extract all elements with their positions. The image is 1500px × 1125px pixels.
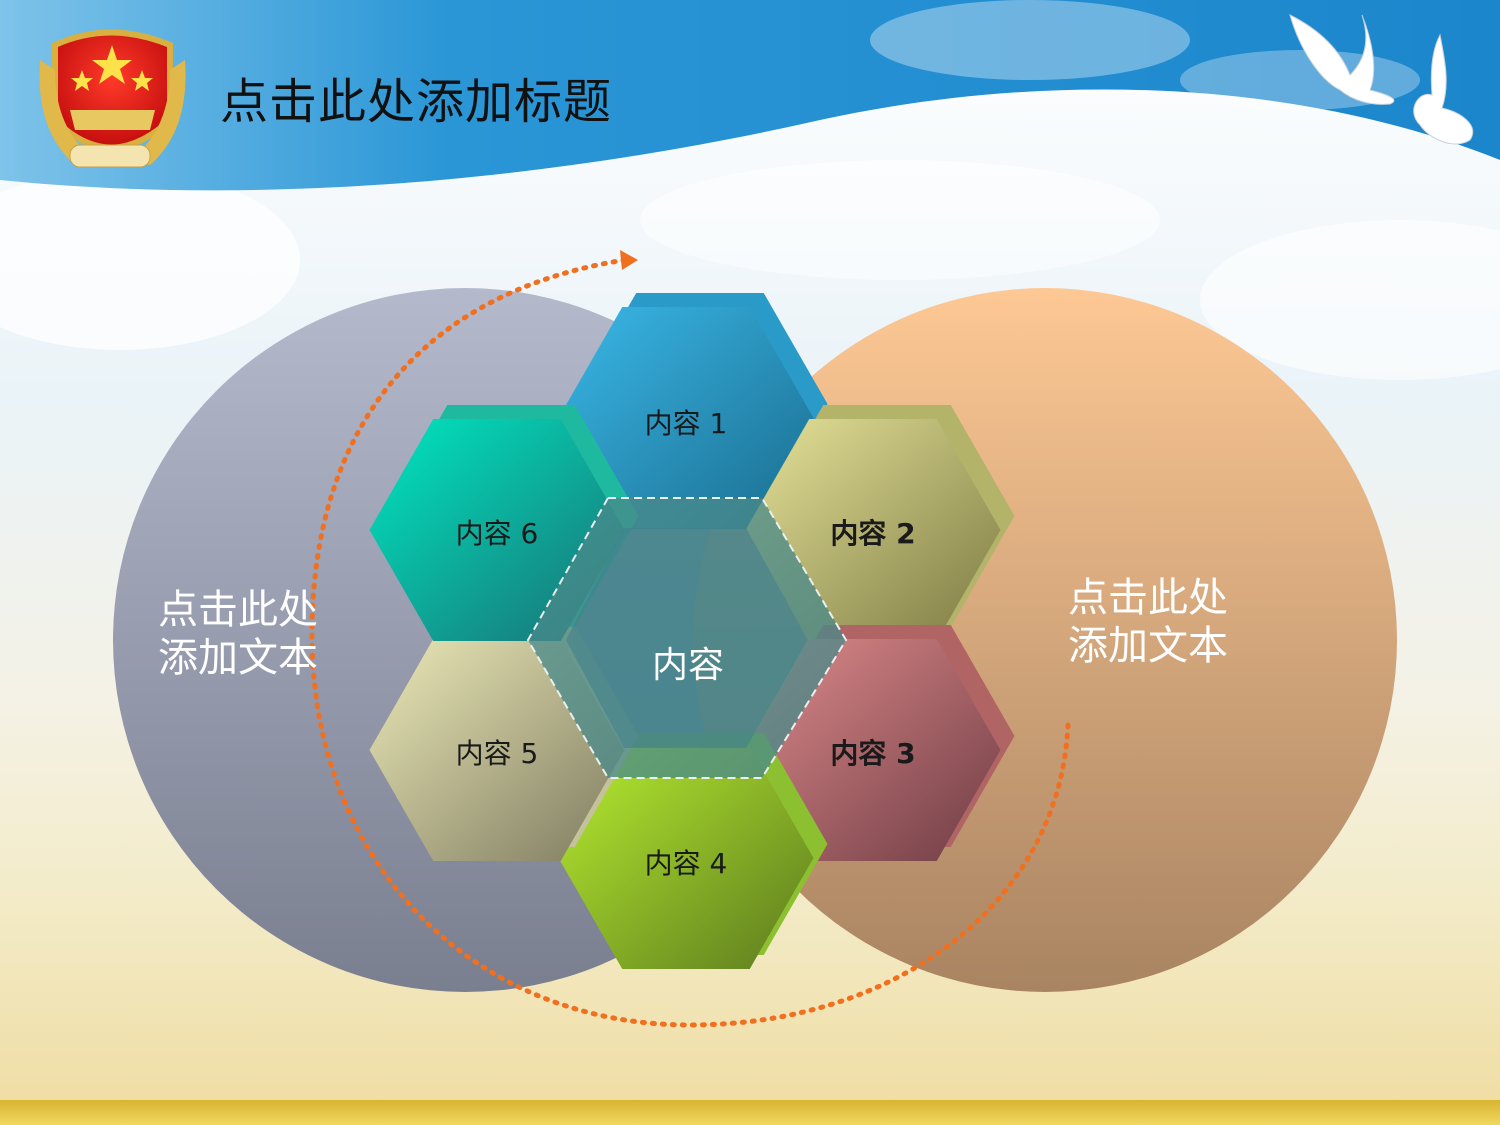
left-circle-line2: 添加文本: [158, 635, 318, 681]
left-circle-text[interactable]: 点击此处 添加文本: [158, 586, 318, 682]
page-title[interactable]: 点击此处添加标题: [220, 74, 613, 130]
hex-label-1[interactable]: 内容 1: [644, 407, 728, 440]
right-circle-text[interactable]: 点击此处 添加文本: [1068, 574, 1228, 670]
center-hexagon-inner: [566, 528, 808, 748]
center-label[interactable]: 内容: [651, 645, 725, 686]
hex-label-5[interactable]: 内容 5: [455, 737, 539, 770]
dove-icon: [1289, 14, 1473, 145]
right-circle-line1: 点击此处: [1068, 575, 1228, 621]
hex-label-2[interactable]: 内容 2: [830, 517, 916, 550]
hexagon-1[interactable]: [558, 307, 814, 529]
hex-label-4[interactable]: 内容 4: [644, 847, 728, 880]
arrow-head-icon: [620, 250, 638, 270]
hexagon-4[interactable]: [558, 747, 814, 969]
right-circle-line2: 添加文本: [1068, 623, 1228, 669]
left-circle-line1: 点击此处: [158, 587, 318, 633]
justice-emblem-icon: [39, 29, 186, 168]
hex-label-3[interactable]: 内容 3: [830, 737, 916, 770]
cycle-arrow: [309, 257, 1071, 1028]
hex-label-6[interactable]: 内容 6: [455, 517, 539, 550]
